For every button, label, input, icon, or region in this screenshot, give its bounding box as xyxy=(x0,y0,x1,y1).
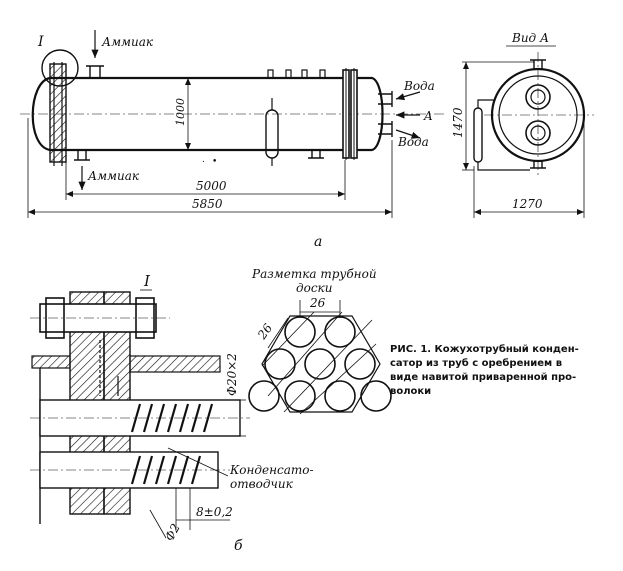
drain-nozzle xyxy=(308,150,324,159)
side-view-title: Вид А xyxy=(511,31,549,45)
dim-diameter: 1000 xyxy=(174,98,187,126)
tube-holes xyxy=(248,316,392,412)
lower-water-nozzle xyxy=(525,120,551,146)
water-inlet-nozzle xyxy=(378,91,393,107)
detail-caption: б xyxy=(234,538,243,554)
dim-height: 1470 xyxy=(451,107,465,138)
tube-sheet-title-1: Разметка трубной xyxy=(251,267,377,281)
pitch-horizontal-label: 26 xyxy=(309,296,326,310)
dim-tube-length: 5000 xyxy=(196,179,227,193)
left-head xyxy=(31,76,51,152)
drain-label-line1: Конденсато- xyxy=(229,463,314,477)
tube-sheet-title-2: доски xyxy=(296,281,332,295)
side-level-gauge xyxy=(473,99,530,171)
ammonia-inlet-nozzle xyxy=(86,65,104,78)
caption-line-3: виде навитой приваренной про- xyxy=(390,372,576,383)
dim-total-length: 5850 xyxy=(192,197,223,211)
dim-width: 1270 xyxy=(512,197,543,211)
detail-i: I Ф20×2 xyxy=(30,272,314,554)
water-outlet-nozzle xyxy=(378,121,393,137)
detail-callout-label: I xyxy=(37,34,44,50)
caption-line-4: волоки xyxy=(390,386,431,397)
top-fittings xyxy=(267,69,326,79)
side-view-a: Вид А 1470 1270 xyxy=(451,31,594,218)
detail-title: I xyxy=(143,272,151,290)
svg-text:•: • xyxy=(212,157,217,167)
figure-caption: РИС. 1. Кожухотрубный конден- сатор из т… xyxy=(390,343,579,397)
ammonia-inlet-label: Аммиак xyxy=(101,35,154,49)
detail-tubes xyxy=(30,399,250,489)
caption-line-1: РИС. 1. Кожухотрубный конден- xyxy=(390,343,579,355)
detail-shell-wall xyxy=(129,355,221,373)
wire-diameter-label: Ф2 xyxy=(162,521,183,543)
detail-callout-circle xyxy=(41,49,79,87)
right-head xyxy=(357,76,384,152)
water-outlet-label: Вода xyxy=(397,135,429,149)
tube-sheet-layout: Разметка трубной доски 26 26 xyxy=(248,267,392,415)
view-a-caption: а xyxy=(314,234,322,250)
pitch-diagonal-label: 26 xyxy=(254,321,275,343)
ammonia-outlet-label: Аммиак xyxy=(87,169,140,183)
shell-view: I . • Аммиак xyxy=(20,30,445,250)
upper-water-nozzle xyxy=(525,84,551,110)
view-a-arrow-label: A xyxy=(423,109,433,123)
pitch-label: 8±0,2 xyxy=(196,505,233,519)
ammonia-outlet-nozzle xyxy=(74,150,90,161)
wire-fins xyxy=(130,403,214,485)
level-gauge xyxy=(265,98,279,166)
tube-sheet-boundary xyxy=(261,315,381,413)
tube-diameter-label: Ф20×2 xyxy=(225,353,239,396)
left-tube-sheet xyxy=(49,63,67,163)
drain-label-line2: отводчик xyxy=(230,477,294,491)
svg-text:.: . xyxy=(202,155,205,165)
caption-line-2: сатор из труб с оребрением в xyxy=(390,357,562,369)
shell-body xyxy=(50,76,345,152)
water-inlet-label: Вода xyxy=(403,79,435,93)
